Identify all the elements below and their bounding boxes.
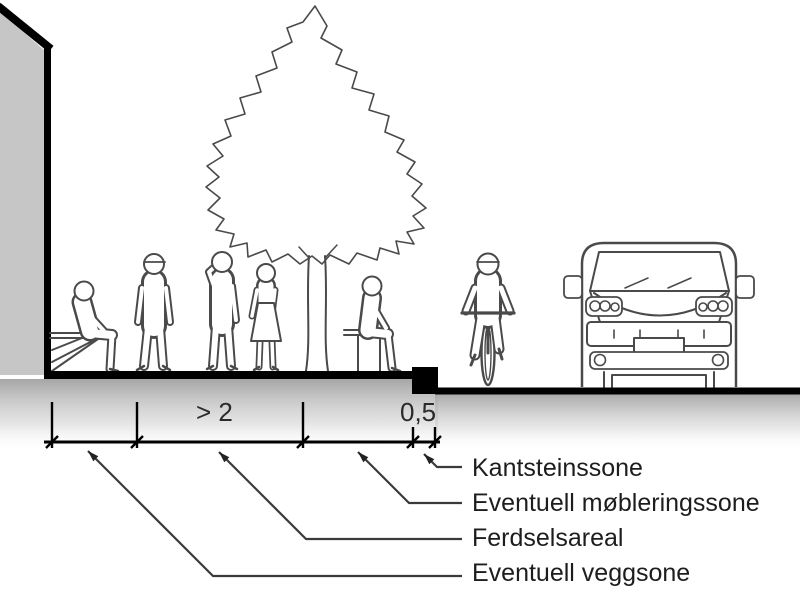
dimension-label-ferdselsareal: > 2	[196, 397, 233, 427]
person-sitting-on-bench	[358, 275, 402, 373]
retaining-wall	[0, 2, 54, 375]
leader-kantsteinssone	[423, 453, 462, 469]
zone-label-kantsteinssone: Kantsteinssone	[472, 454, 643, 482]
zone-label-ferdselsareal: Ferdselsareal	[472, 524, 624, 552]
person-sitting-on-wall-bench	[71, 280, 120, 374]
dimension-label-kantsteinssone: 0,5	[400, 397, 437, 427]
woman-standing	[248, 263, 282, 372]
van-front-view	[563, 241, 755, 388]
curb-stone	[412, 367, 438, 394]
wall-bench	[49, 332, 101, 372]
dimension-line	[44, 402, 442, 449]
person-on-phone	[205, 251, 240, 371]
cyclist	[460, 252, 516, 387]
zone-label-mobleringssone: Eventuell møbleringssone	[472, 489, 760, 517]
leader-ferdselsareal	[218, 451, 462, 541]
zone-label-veggsone: Eventuell veggsone	[472, 559, 691, 587]
leader-veggsone	[87, 450, 462, 578]
leader-mobleringssone	[357, 451, 462, 505]
street-tree	[205, 5, 427, 372]
person-standing	[134, 253, 174, 372]
